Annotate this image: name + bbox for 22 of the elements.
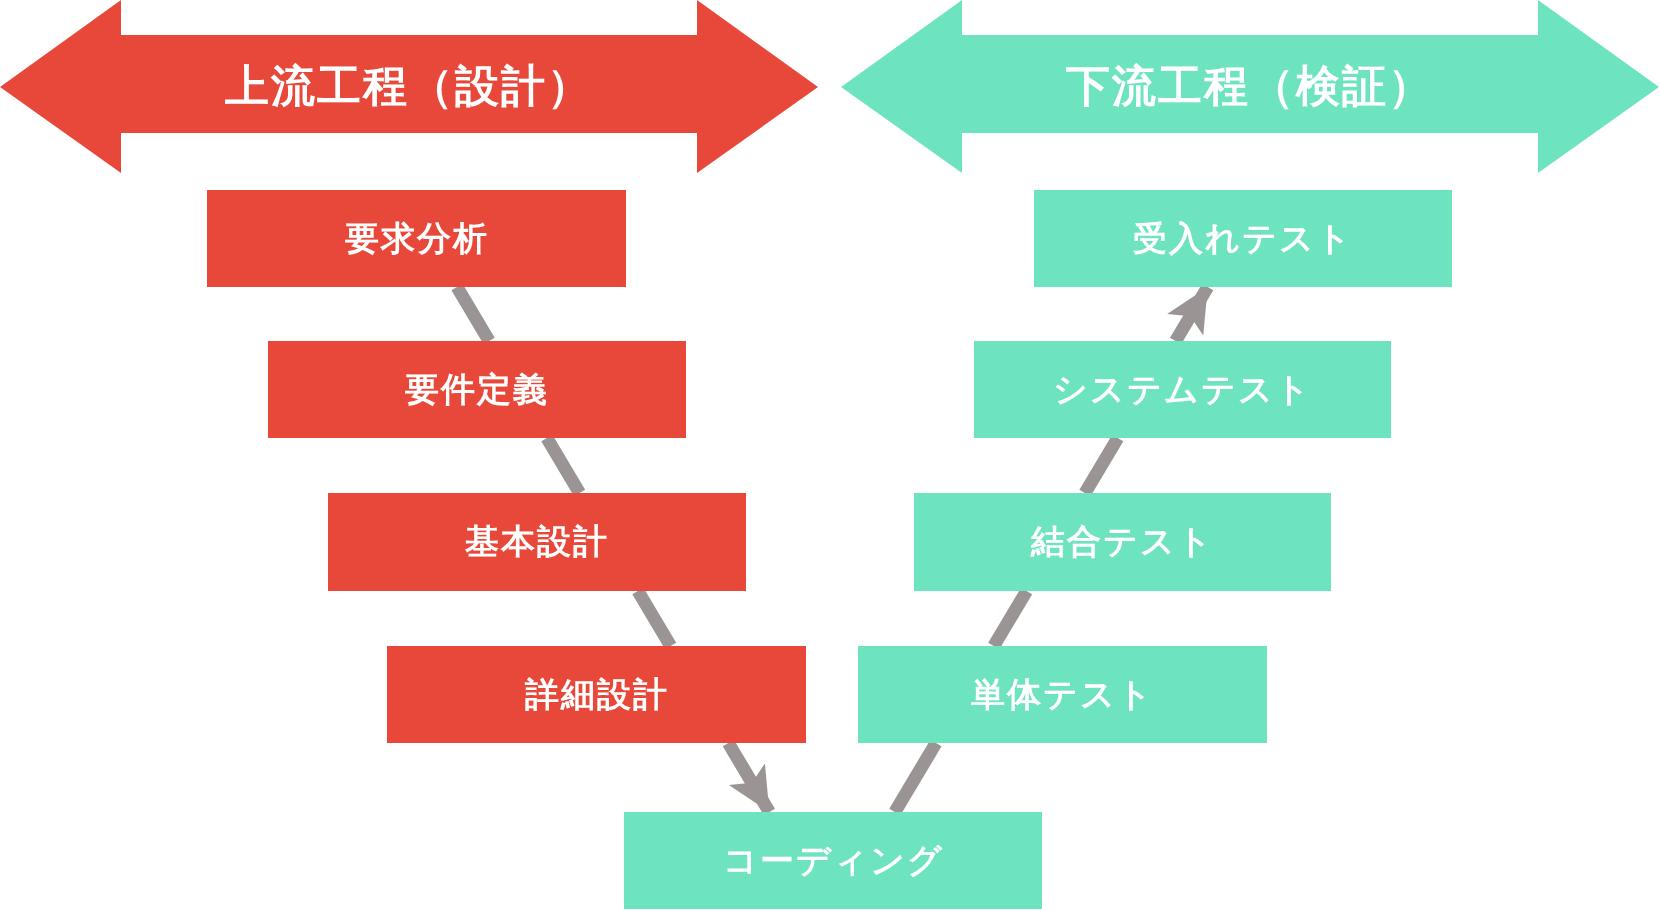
- process-box: [858, 646, 1267, 743]
- box-label: 詳細設計: [524, 672, 669, 716]
- box-label: 結合テスト: [1031, 520, 1214, 563]
- process-box: [624, 812, 1042, 909]
- box-label: コーディング: [722, 838, 944, 882]
- banner-title: 下流工程（検証）: [1066, 59, 1434, 113]
- banner-title: 上流工程（設計）: [225, 59, 593, 113]
- box-label: 基本設計: [465, 520, 609, 563]
- double-headed-arrow-banner: [0, 0, 818, 173]
- box-label: 単体テスト: [971, 672, 1154, 716]
- box-label: 要件定義: [405, 367, 549, 411]
- process-box: [268, 341, 686, 438]
- process-box: [328, 493, 746, 591]
- box-label: システムテスト: [1053, 367, 1312, 411]
- box-label: 受入れテスト: [1133, 216, 1353, 260]
- double-headed-arrow-banner: [841, 0, 1659, 173]
- process-box: [1034, 190, 1452, 287]
- process-box: [974, 341, 1391, 438]
- process-box: [387, 646, 806, 743]
- process-box: [207, 190, 626, 287]
- process-box: [914, 493, 1331, 591]
- box-label: 要求分析: [344, 216, 489, 260]
